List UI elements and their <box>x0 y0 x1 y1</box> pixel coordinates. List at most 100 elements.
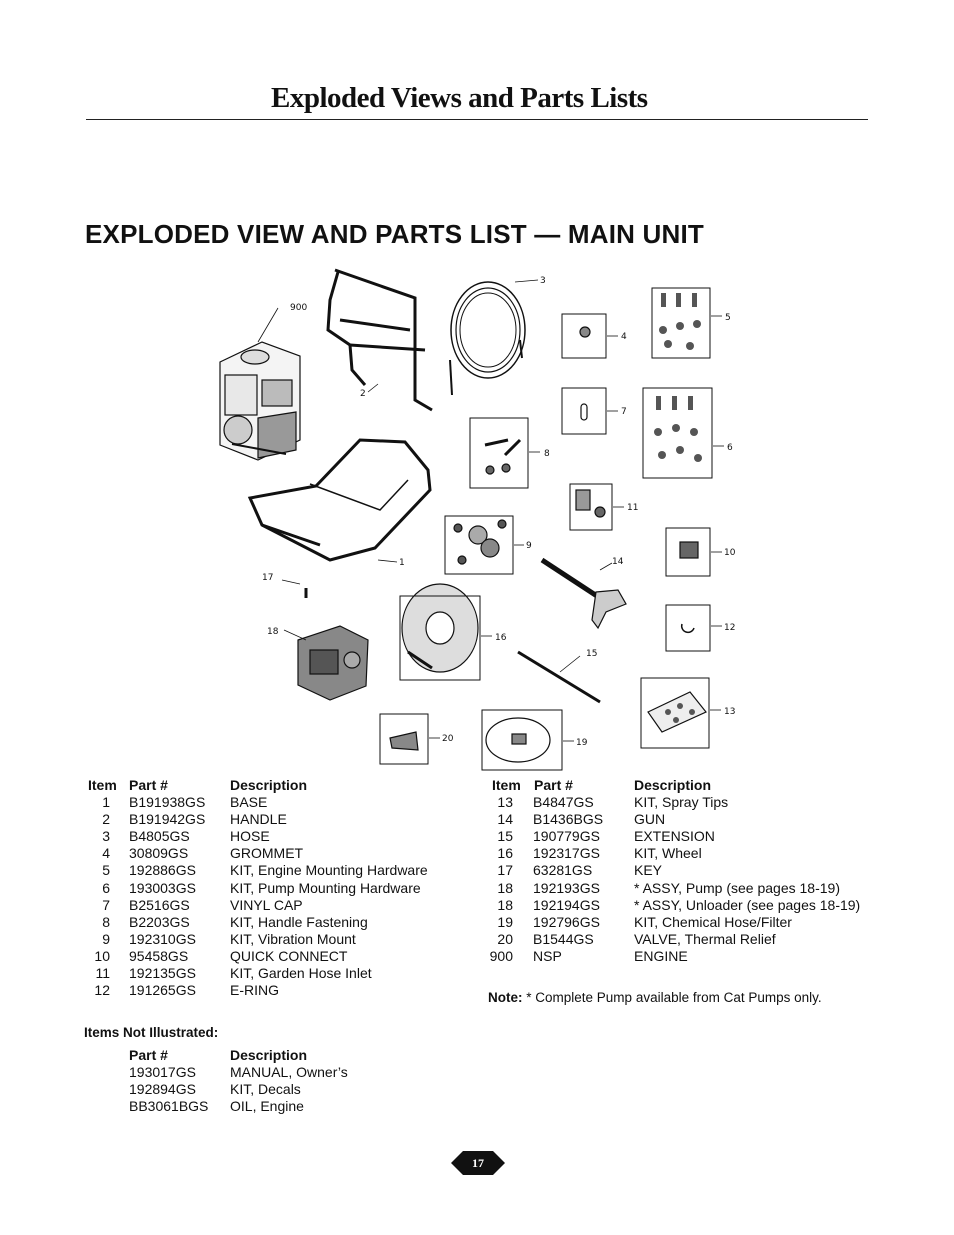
cell-part: 192796GS <box>533 913 600 930</box>
cell-item: 2 <box>102 811 110 828</box>
cell-part: 63281GS <box>533 862 593 879</box>
cell-description: KIT, Spray Tips <box>634 794 729 811</box>
cell-part: B2203GS <box>129 913 190 930</box>
hose-drawing <box>449 281 526 396</box>
cell-part: B4805GS <box>129 828 190 845</box>
cell-part: 192193GS <box>533 879 600 896</box>
callout-11: 11 <box>627 503 638 513</box>
cell-item: 10 <box>94 947 110 964</box>
page-number-badge <box>451 1151 505 1175</box>
cell-item: 5 <box>102 862 110 879</box>
callout-3: 3 <box>540 276 546 286</box>
note: Note: * Complete Pump available from Cat… <box>488 990 822 1005</box>
callout-900: 900 <box>290 303 307 313</box>
callout-9: 9 <box>526 541 532 551</box>
cell-item: 20 <box>497 930 513 947</box>
cell-item: 13 <box>497 794 513 811</box>
cell-description: * ASSY, Pump (see pages 18-19) <box>634 879 840 896</box>
header-item: Item <box>88 777 117 793</box>
header-description: Description <box>230 1047 308 1063</box>
engine-drawing <box>219 341 301 461</box>
page-number: 17 <box>472 1156 484 1170</box>
callout-12: 12 <box>724 623 735 633</box>
cell-description: GUN <box>634 811 666 828</box>
cell-part: 190779GS <box>533 828 600 845</box>
callout-18: 18 <box>267 627 279 637</box>
cell-description: KEY <box>634 862 663 879</box>
cell-part: B4847GS <box>533 794 594 811</box>
cell-part: 193003GS <box>129 879 196 896</box>
callout-1: 1 <box>399 558 405 568</box>
cell-description: HOSE <box>230 828 270 845</box>
cell-part: B191938GS <box>129 794 206 811</box>
header-part: Part # <box>129 777 168 793</box>
header-part: Part # <box>129 1047 168 1063</box>
cell-part: NSP <box>533 947 562 964</box>
note-label: Note: <box>488 990 523 1005</box>
callout-7: 7 <box>621 407 627 417</box>
cell-description: ENGINE <box>634 947 688 964</box>
cell-description: EXTENSION <box>634 828 715 845</box>
cell-description: QUICK CONNECT <box>230 947 348 964</box>
cell-description: HANDLE <box>230 811 287 828</box>
cell-part: 192317GS <box>533 845 600 862</box>
callout-14: 14 <box>612 557 624 567</box>
header-description: Description <box>230 777 308 793</box>
callout-16: 16 <box>495 633 507 643</box>
cell-part: 30809GS <box>129 845 189 862</box>
cell-description: KIT, Wheel <box>634 845 702 862</box>
cell-item: 12 <box>94 982 110 999</box>
cell-item: 19 <box>497 913 513 930</box>
not-illustrated-heading: Items Not Illustrated: <box>84 1025 219 1040</box>
cell-description: KIT, Engine Mounting Hardware <box>230 862 428 879</box>
pump-drawing <box>297 625 369 701</box>
cell-part: B1436BGS <box>533 811 604 828</box>
header-description: Description <box>634 777 712 793</box>
cell-part: 192894GS <box>129 1081 196 1098</box>
header-part: Part # <box>534 777 573 793</box>
cell-description: VALVE, Thermal Relief <box>634 930 776 947</box>
cell-description: KIT, Vibration Mount <box>230 930 356 947</box>
cell-item: 18 <box>497 879 513 896</box>
cell-description: KIT, Garden Hose Inlet <box>230 965 372 982</box>
cell-part: 191265GS <box>129 982 196 999</box>
cell-description: VINYL CAP <box>230 896 303 913</box>
cell-item: 4 <box>102 845 110 862</box>
cell-description: KIT, Decals <box>230 1081 301 1098</box>
cell-part: B2516GS <box>129 896 190 913</box>
cell-item: 18 <box>497 896 513 913</box>
cell-description: OIL, Engine <box>230 1098 304 1115</box>
base-drawing <box>247 438 432 562</box>
cell-description: * ASSY, Unloader (see pages 18-19) <box>634 896 861 913</box>
cell-item: 17 <box>497 862 513 879</box>
cell-description: KIT, Pump Mounting Hardware <box>230 879 421 896</box>
cell-item: 1 <box>102 794 110 811</box>
cell-part: BB3061BGS <box>129 1098 209 1115</box>
cell-item: 11 <box>95 965 110 982</box>
wheel-drawing <box>399 583 481 681</box>
callout-2: 2 <box>360 389 366 399</box>
cell-item: 9 <box>102 930 110 947</box>
cell-item: 7 <box>102 896 110 913</box>
callout-17: 17 <box>262 573 273 583</box>
cell-part: 192886GS <box>129 862 196 879</box>
cell-item: 15 <box>497 828 513 845</box>
cell-item: 3 <box>102 828 110 845</box>
callout-19: 19 <box>576 738 588 748</box>
cell-description: MANUAL, Owner’s <box>230 1064 348 1081</box>
cell-item: 16 <box>497 845 513 862</box>
callout-8: 8 <box>544 449 550 459</box>
note-text: * Complete Pump available from Cat Pumps… <box>526 990 822 1005</box>
callout-15: 15 <box>586 649 597 659</box>
section-heading: EXPLODED VIEW AND PARTS LIST — MAIN UNIT <box>85 219 705 249</box>
cell-part: 192194GS <box>533 896 600 913</box>
callout-5: 5 <box>725 313 731 323</box>
title-rule <box>86 119 868 120</box>
cell-part: 192135GS <box>129 965 196 982</box>
cell-part: 192310GS <box>129 930 196 947</box>
cell-description: KIT, Chemical Hose/Filter <box>634 913 792 930</box>
cell-part: B1544GS <box>533 930 594 947</box>
page-title: Exploded Views and Parts Lists <box>271 82 648 114</box>
handle-drawing <box>326 268 433 412</box>
cell-item: 14 <box>497 811 513 828</box>
